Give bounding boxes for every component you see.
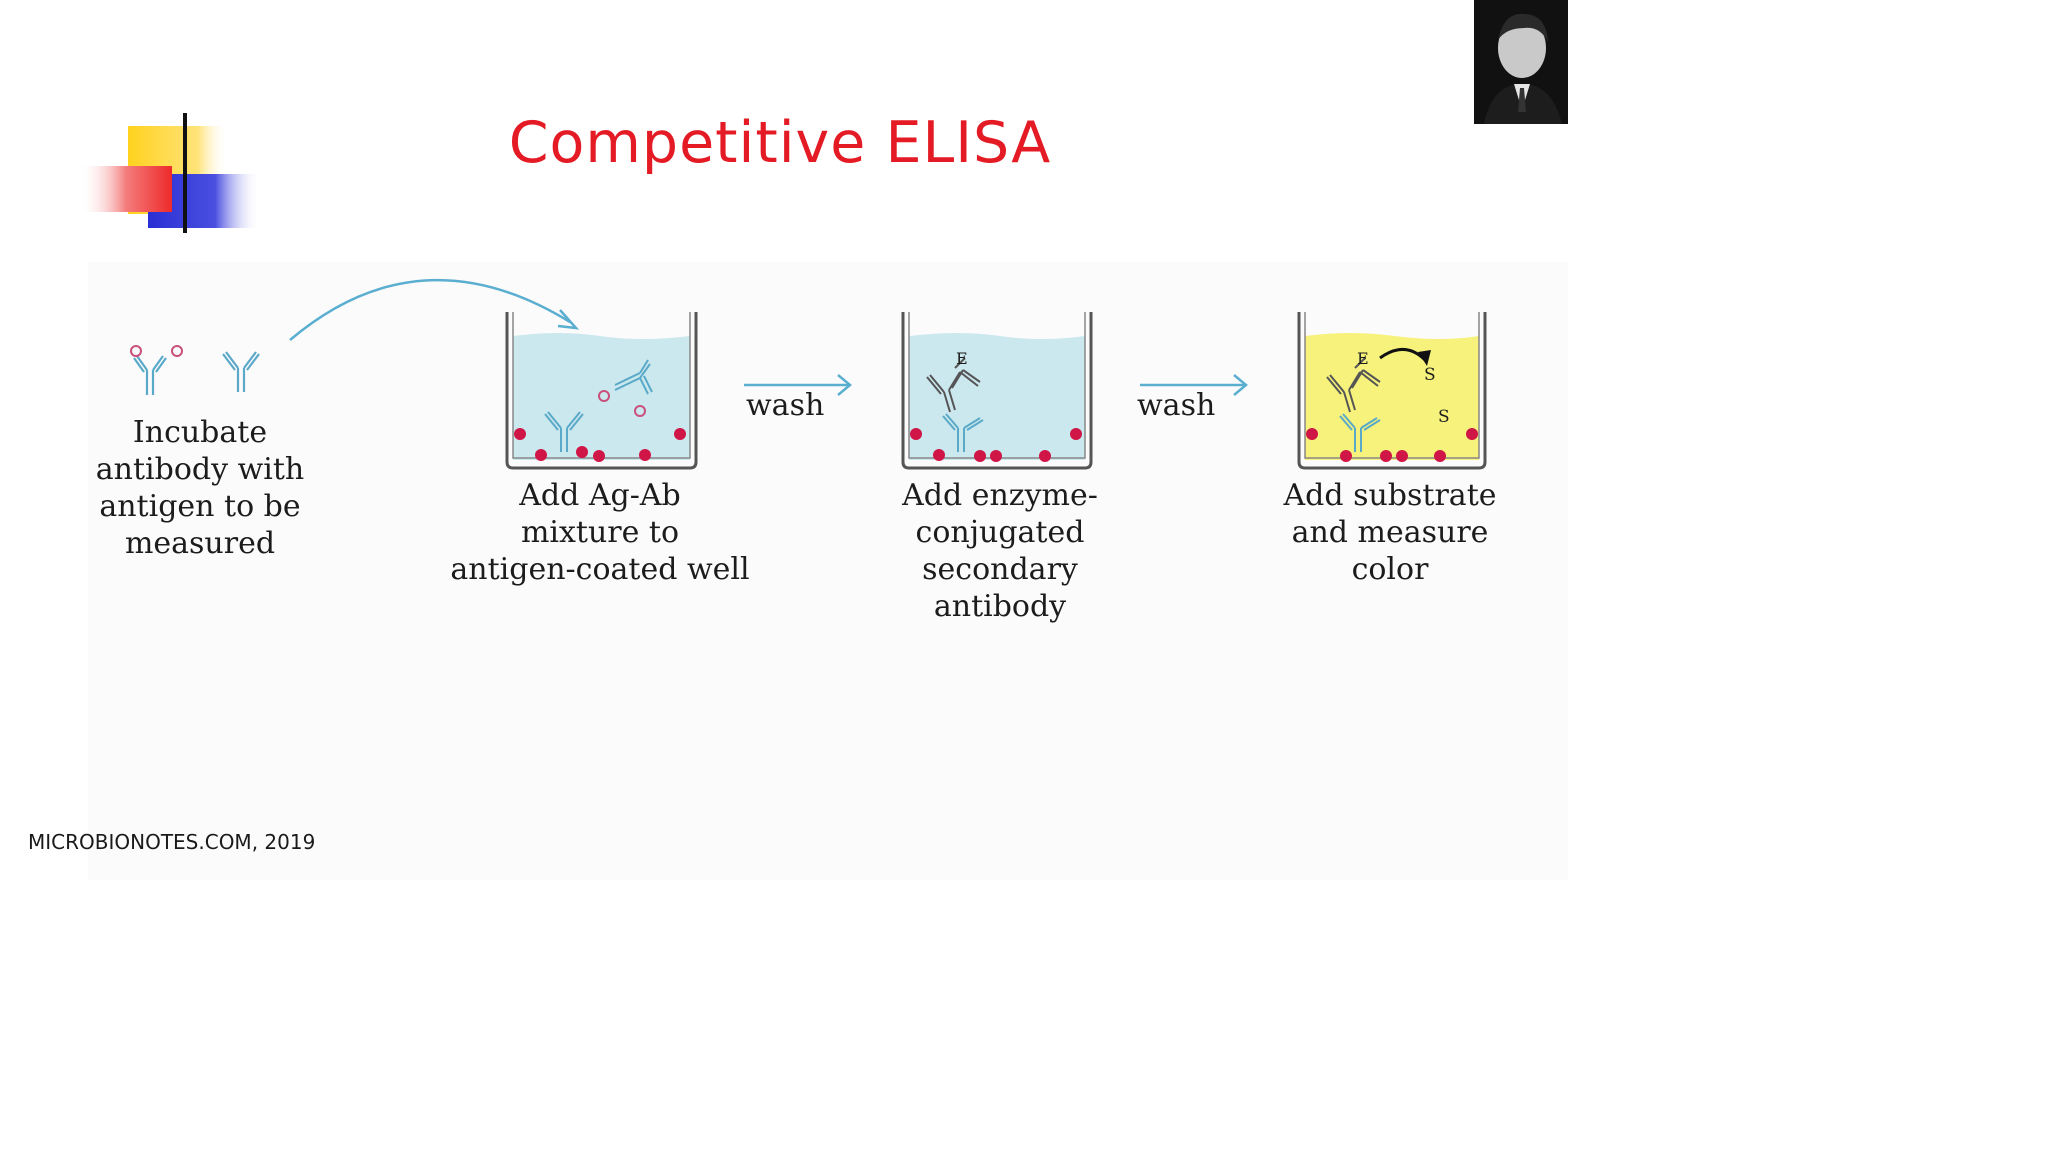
caption-line: antigen-coated well: [410, 551, 790, 588]
enzyme-label: E: [1357, 349, 1369, 368]
caption-line: mixture to: [410, 514, 790, 551]
portrait-photo: [1474, 0, 1568, 124]
antibody-icon: [223, 352, 259, 392]
wash-label-2: wash: [1137, 388, 1215, 423]
caption-line: color: [1240, 551, 1540, 588]
caption-line: Incubate: [40, 414, 360, 451]
slide: Competitive ELISA: [0, 0, 1568, 880]
antibody-with-antigen-icon: [131, 346, 182, 395]
transfer-arrow-head: [558, 310, 576, 328]
caption-line: Add enzyme-: [850, 477, 1150, 514]
caption-line: secondary: [850, 551, 1150, 588]
caption-line: conjugated: [850, 514, 1150, 551]
free-antibodies-with-antigen: [131, 346, 259, 395]
caption-line: antibody: [850, 588, 1150, 625]
caption-line: Add substrate: [1240, 477, 1540, 514]
wash-label-1: wash: [746, 388, 824, 423]
caption-line: measured: [40, 525, 360, 562]
substrate-label: S: [1424, 365, 1436, 385]
enzyme-label: E: [956, 349, 968, 368]
well-2: E: [903, 312, 1091, 468]
caption-line: Add Ag-Ab: [410, 477, 790, 514]
caption-line: and measure: [1240, 514, 1540, 551]
footer-credit: MICROBIONOTES.COM, 2019: [28, 830, 315, 854]
step-3-caption: Add enzyme- conjugated secondary antibod…: [850, 477, 1150, 625]
well-3: E S S: [1299, 312, 1485, 468]
caption-line: antigen to be: [40, 488, 360, 525]
step-1-caption: Incubate antibody with antigen to be mea…: [40, 414, 360, 562]
substrate-label: S: [1438, 407, 1450, 427]
transfer-arrow: [290, 280, 570, 340]
step-4-caption: Add substrate and measure color: [1240, 477, 1540, 588]
step-2-caption: Add Ag-Ab mixture to antigen-coated well: [410, 477, 790, 588]
caption-line: antibody with: [40, 451, 360, 488]
portrait-figure: [1474, 0, 1568, 124]
well-1: [507, 312, 696, 468]
